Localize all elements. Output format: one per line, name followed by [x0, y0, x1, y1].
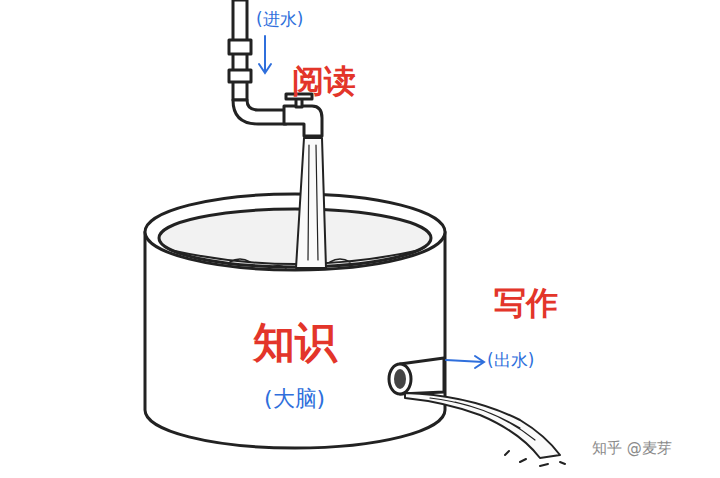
reading-label: 阅读	[292, 64, 356, 99]
writing-label: 写作	[494, 286, 558, 321]
inlet-note: (进水)	[256, 10, 303, 29]
watermark: 知乎 @麦芽	[592, 440, 672, 457]
node-subtitle: (大脑)	[264, 387, 325, 411]
node-title: 知识	[253, 320, 337, 366]
tank-node: 知识 (大脑)	[145, 195, 445, 445]
outlet-note: (出水)	[487, 351, 534, 370]
